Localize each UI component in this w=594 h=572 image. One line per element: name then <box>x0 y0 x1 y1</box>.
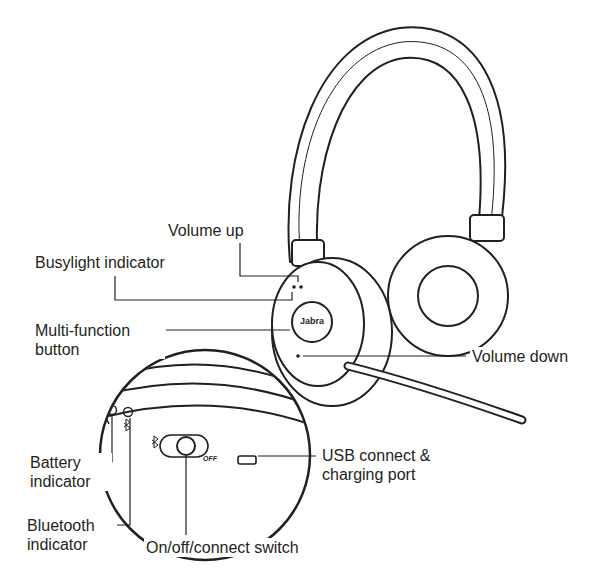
leader-lines <box>109 243 466 535</box>
magnified-detail <box>100 347 312 560</box>
part-label: Volume down <box>470 347 570 366</box>
part-label: Busylight indicator <box>33 253 167 272</box>
part-label: Bluetooth indicator <box>25 516 117 554</box>
part-label: USB connect & charging port <box>320 446 456 484</box>
part-label: Multi-function button <box>33 321 165 359</box>
part-label: Volume up <box>166 221 246 240</box>
printed-marking: Jabra <box>294 316 330 327</box>
part-label: Battery indicator <box>28 453 112 491</box>
printed-marking: OFF <box>200 455 220 463</box>
part-label: On/off/connect switch <box>144 538 301 557</box>
